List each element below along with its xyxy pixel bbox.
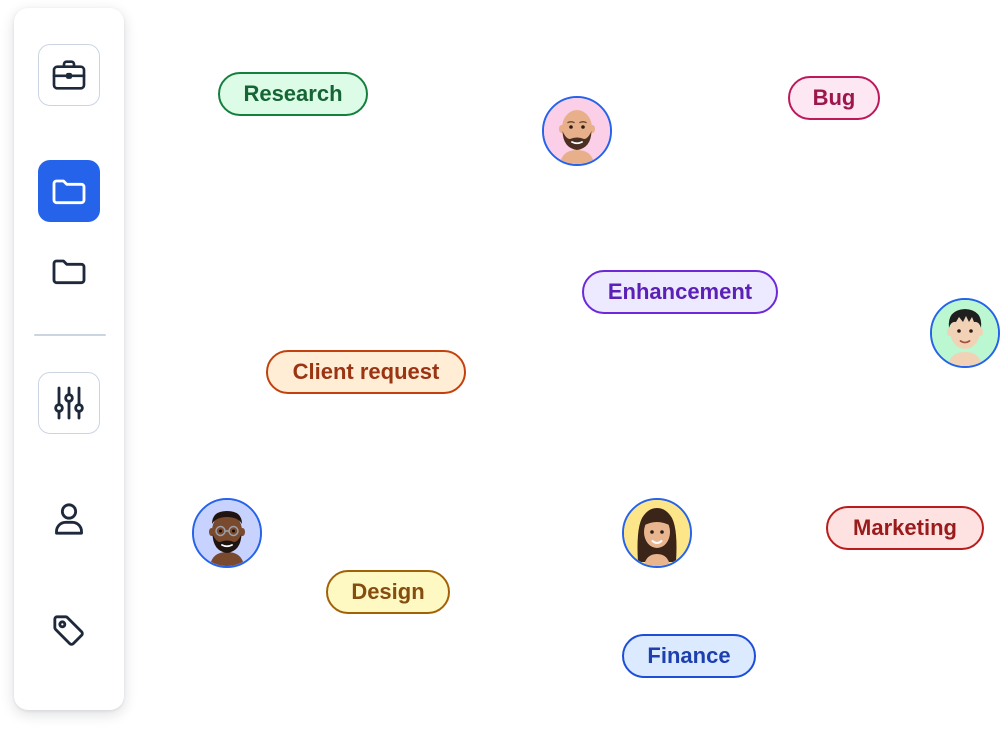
sidebar-item-filters[interactable]	[38, 372, 100, 434]
tag-label: Marketing	[853, 515, 957, 540]
sidebar-item-folder-active[interactable]	[38, 160, 100, 222]
sliders-icon	[54, 386, 84, 420]
tag-enhancement[interactable]: Enhancement	[582, 270, 778, 314]
tag-icon	[53, 615, 84, 646]
briefcase-icon	[52, 60, 86, 90]
tag-label: Bug	[812, 85, 856, 110]
avatar[interactable]	[622, 498, 692, 568]
avatar[interactable]	[542, 96, 612, 166]
folder-icon	[52, 179, 86, 205]
tag-client-request[interactable]: Client request	[266, 350, 466, 394]
avatar-black-hair	[932, 300, 998, 366]
avatar-long-hair	[624, 500, 690, 566]
sidebar-item-tags[interactable]	[38, 600, 100, 662]
avatar[interactable]	[192, 498, 262, 568]
tag-label: Design	[351, 579, 425, 604]
tag-design[interactable]: Design	[326, 570, 450, 614]
user-icon	[55, 503, 83, 535]
tag-label: Finance	[647, 643, 731, 668]
avatar-bald-beard	[544, 98, 610, 164]
folder-icon	[52, 259, 86, 285]
tag-finance[interactable]: Finance	[622, 634, 756, 678]
tag-label: Research	[243, 81, 343, 106]
sidebar	[14, 8, 124, 710]
sidebar-item-work[interactable]	[38, 44, 100, 106]
avatar[interactable]	[930, 298, 1000, 368]
tag-label: Enhancement	[607, 279, 753, 304]
tag-marketing[interactable]: Marketing	[826, 506, 984, 550]
sidebar-item-folder[interactable]	[38, 240, 100, 302]
tag-bug[interactable]: Bug	[788, 76, 880, 120]
tag-label: Client request	[292, 359, 440, 384]
sidebar-divider	[34, 334, 106, 336]
avatar-glasses-beard	[194, 500, 260, 566]
sidebar-item-profile[interactable]	[38, 488, 100, 550]
tag-research[interactable]: Research	[218, 72, 368, 116]
